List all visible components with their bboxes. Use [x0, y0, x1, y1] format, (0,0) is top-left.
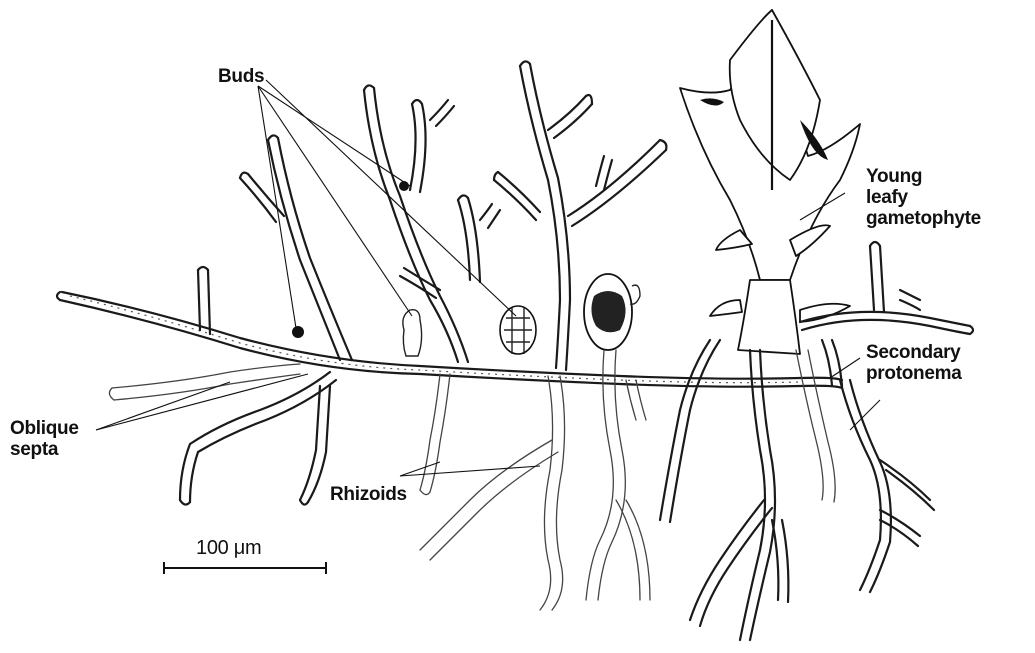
label-oblique-septa-line-1: Oblique	[10, 418, 79, 439]
label-buds: Buds	[218, 66, 264, 87]
label-young-leafy-gametophyte: Young leafy gametophyte	[866, 166, 981, 229]
label-young-leafy-gametophyte-line-3: gametophyte	[866, 208, 981, 229]
label-secondary-protonema-line-2: protonema	[866, 363, 961, 384]
label-oblique-septa: Oblique septa	[10, 418, 79, 460]
bud-5	[584, 274, 640, 350]
bud-1	[292, 326, 304, 338]
label-oblique-septa-line-2: septa	[10, 439, 79, 460]
label-secondary-protonema-line-1: Secondary	[866, 342, 961, 363]
scale-bar	[164, 562, 326, 574]
bud-4	[500, 306, 536, 354]
label-rhizoids: Rhizoids	[330, 484, 407, 505]
young-leafy-gametophyte	[680, 10, 860, 354]
label-young-leafy-gametophyte-line-1: Young	[866, 166, 981, 187]
label-secondary-protonema: Secondary protonema	[866, 342, 961, 384]
label-scale-bar: 100 μm	[196, 538, 261, 559]
label-young-leafy-gametophyte-line-2: leafy	[866, 187, 981, 208]
bud-3	[403, 310, 422, 356]
